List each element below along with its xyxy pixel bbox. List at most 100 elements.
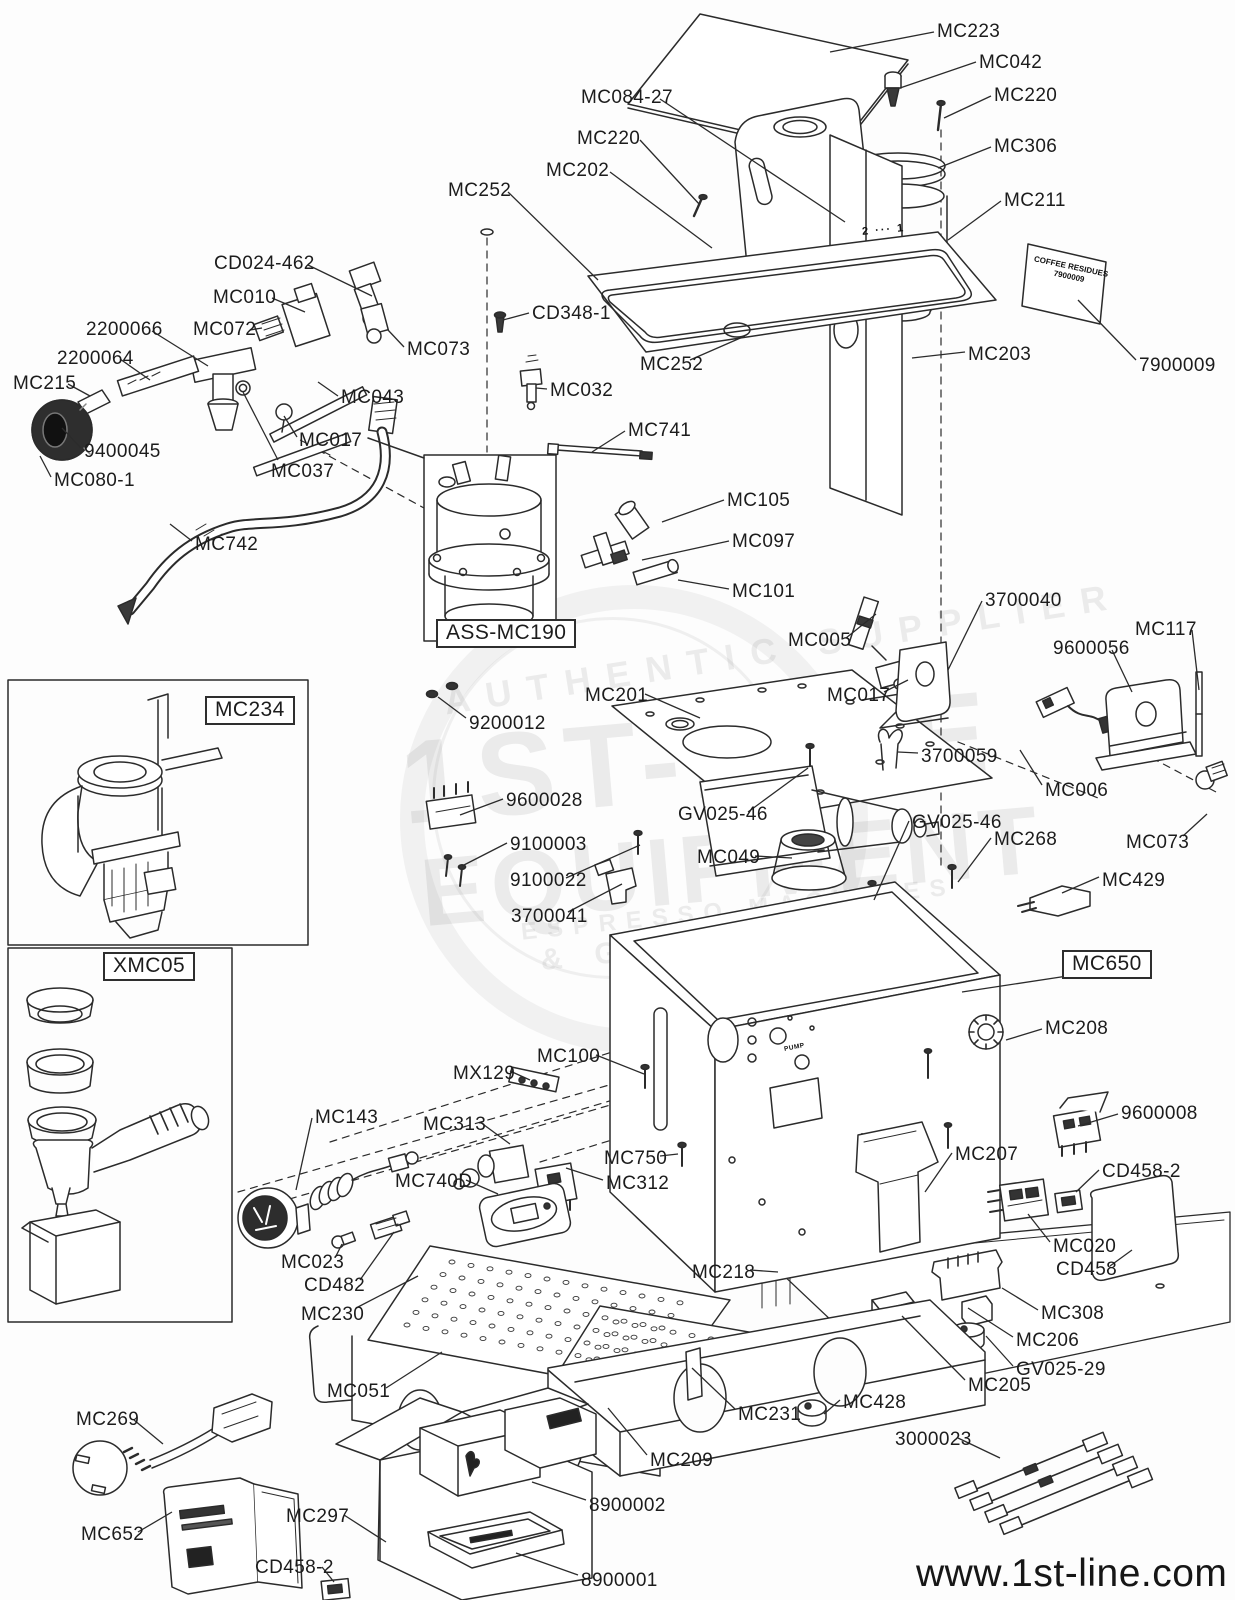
- part-label-mc143: MC143: [315, 1107, 379, 1128]
- right-bracket-group: [1095, 678, 1228, 790]
- knob-part: [968, 1014, 1004, 1050]
- part-label-9100022: 9100022: [510, 870, 587, 891]
- membrane-parts: [320, 1174, 1180, 1600]
- part-label-mc201: MC201: [585, 685, 649, 706]
- part-label-8900001: 8900001: [581, 1570, 658, 1591]
- manual-part: [162, 1477, 303, 1595]
- grinder-assembly-part: [41, 693, 223, 939]
- chute-part: [855, 1121, 939, 1253]
- part-label-mc101: MC101: [732, 581, 796, 602]
- part-label-mc005: MC005: [788, 630, 852, 651]
- part-label-mc117: MC117: [1135, 619, 1197, 640]
- chassis-part: [609, 881, 1001, 1293]
- part-label-9600028: 9600028: [506, 790, 583, 811]
- clip-part: [1017, 885, 1091, 917]
- part-label-mc742: MC742: [195, 534, 259, 555]
- part-label-8900002: 8900002: [589, 1495, 666, 1516]
- part-label-mc084-27: MC084-27: [581, 87, 673, 108]
- part-label-mc220: MC220: [577, 128, 641, 149]
- controller-parts: [478, 1063, 650, 1248]
- part-label-mc234: MC234: [205, 696, 295, 726]
- part-label-mc073: MC073: [1126, 832, 1190, 853]
- vacuum-valve-part: [884, 71, 902, 107]
- part-label-cd348-1: CD348-1: [532, 303, 611, 324]
- part-label-mc205: MC205: [968, 1375, 1032, 1396]
- wiring-kit-part: [954, 1431, 1154, 1536]
- part-label-mc209: MC209: [650, 1450, 714, 1471]
- part-label-mc017: MC017: [299, 430, 363, 451]
- part-label-mc072: MC072: [193, 319, 257, 340]
- part-label-mc218: MC218: [692, 1262, 756, 1283]
- part-label-9400045: 9400045: [84, 441, 161, 462]
- part-label-mc740d: MC740D: [395, 1171, 473, 1192]
- hose-fittings: [580, 500, 679, 586]
- part-label-gv025-46: GV025-46: [912, 812, 1002, 833]
- steam-valve-cluster: [53, 261, 389, 477]
- power-cord-part: [72, 1393, 273, 1496]
- part-label-7900009: 7900009: [1139, 355, 1216, 376]
- part-label-mc297: MC297: [286, 1506, 350, 1527]
- part-label-mc023: MC023: [281, 1252, 345, 1273]
- part-label-9600008: 9600008: [1121, 1103, 1198, 1124]
- part-label-3000023: 3000023: [895, 1429, 972, 1450]
- part-label-mc215: MC215: [13, 373, 77, 394]
- part-label-mc006: MC006: [1045, 780, 1109, 801]
- part-label-mc032: MC032: [550, 380, 614, 401]
- part-label-cd024-462: CD024-462: [214, 253, 315, 274]
- part-label-mc105: MC105: [727, 490, 791, 511]
- part-label-cd458-2: CD458-2: [1102, 1161, 1181, 1182]
- cup-tray-part: [587, 231, 997, 353]
- part-label-mc650: MC650: [1062, 950, 1152, 980]
- level-probe-part: [546, 442, 653, 461]
- part-label-9600056: 9600056: [1053, 638, 1130, 659]
- part-label-mc750: MC750: [604, 1148, 668, 1169]
- steam-knob-part: [31, 399, 93, 461]
- part-label-mc252: MC252: [640, 354, 704, 375]
- part-label-cd482: CD482: [304, 1275, 366, 1296]
- gauge-part: [237, 1151, 419, 1249]
- sticker-part: [1021, 243, 1107, 325]
- part-label-9200012: 9200012: [469, 713, 546, 734]
- pump-bracket-group: [847, 596, 951, 729]
- part-label-mc202: MC202: [546, 160, 610, 181]
- part-label-mc220: MC220: [994, 85, 1058, 106]
- part-label-mc207: MC207: [955, 1144, 1019, 1165]
- part-label-3700040: 3700040: [985, 590, 1062, 611]
- back-panel-part: [829, 134, 903, 516]
- small-hardware: [425, 681, 643, 905]
- part-label-mc049: MC049: [697, 847, 761, 868]
- part-label-mc252: MC252: [448, 180, 512, 201]
- part-label-mc312: MC312: [606, 1173, 670, 1194]
- part-label-mc223: MC223: [937, 21, 1001, 42]
- part-label-mc206: MC206: [1016, 1330, 1080, 1351]
- portafilter-kit-part: [21, 987, 210, 1305]
- wire-clip-part: [877, 728, 903, 771]
- part-label-mc097: MC097: [732, 531, 796, 552]
- part-label-mc042: MC042: [979, 52, 1043, 73]
- part-label-3700041: 3700041: [511, 906, 588, 927]
- part-label-mc230: MC230: [301, 1304, 365, 1325]
- part-label-9100003: 9100003: [510, 834, 587, 855]
- part-label-mc269: MC269: [76, 1409, 140, 1430]
- part-label-mc208: MC208: [1045, 1018, 1109, 1039]
- part-label-mc268: MC268: [994, 829, 1058, 850]
- inner-tray-part: [547, 1299, 986, 1477]
- part-label-mc037: MC037: [271, 461, 335, 482]
- steam-wand-part: [117, 395, 398, 625]
- part-label-mc080-1: MC080-1: [54, 470, 135, 491]
- part-label-mc051: MC051: [327, 1381, 391, 1402]
- part-label-2200066: 2200066: [86, 319, 163, 340]
- part-label-mc100: MC100: [537, 1046, 601, 1067]
- part-label-mc741: MC741: [628, 420, 692, 441]
- thermostat-parts: [331, 1210, 411, 1249]
- part-label-ass-mc190: ASS-MC190: [436, 619, 577, 649]
- boiler-screw-and-sensor: [480, 228, 543, 411]
- boiler-kit: [367, 437, 557, 642]
- part-label-mc073: MC073: [407, 339, 471, 360]
- part-label-mx129: MX129: [453, 1063, 516, 1084]
- cap-part: [797, 1399, 827, 1427]
- part-label-mc010: MC010: [213, 287, 277, 308]
- part-label-2200064: 2200064: [57, 348, 134, 369]
